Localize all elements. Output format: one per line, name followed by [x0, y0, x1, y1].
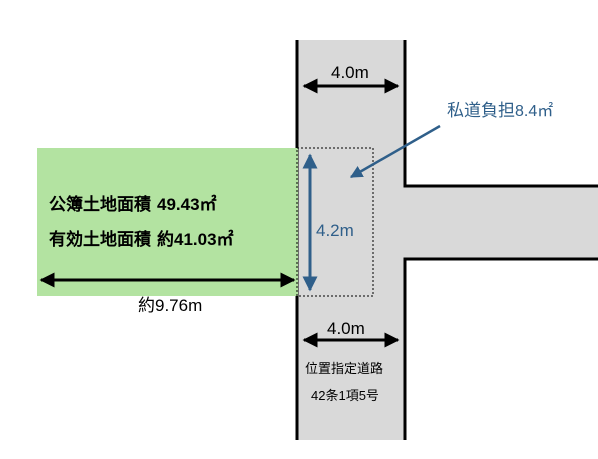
road-designation-line1: 位置指定道路: [305, 361, 384, 376]
private-road-callout-label: 私道負担: [447, 101, 515, 120]
road-right-edge-lower: [403, 257, 598, 440]
road-area: [297, 40, 598, 440]
callout-leader-arrow: [349, 124, 441, 179]
road-right-edge-upper: [403, 40, 598, 188]
private-road-callout: 私道負担8.4㎡: [447, 102, 553, 120]
lot-area: [37, 148, 298, 296]
effective-area-text: 有効土地面積約41.03㎡: [49, 231, 234, 248]
registered-area-value: 49.43㎡: [157, 195, 217, 214]
effective-area-value: 約41.03㎡: [157, 230, 234, 249]
frontage-label: 約9.76m: [138, 296, 203, 315]
effective-area-label: 有効土地面積: [49, 230, 151, 249]
road-designation-line2: 42条1項5号: [311, 388, 379, 403]
registered-area-label: 公簿土地面積: [49, 195, 151, 214]
private-road-callout-value: 8.4㎡: [515, 103, 554, 120]
road-width-bottom-label: 4.0m: [327, 319, 365, 338]
private-road-area: [296, 147, 374, 297]
private-road-depth-label: 4.2m: [316, 221, 354, 240]
road-width-top-label: 4.0m: [331, 63, 369, 82]
registered-area-text: 公簿土地面積 49.43㎡: [49, 196, 217, 213]
